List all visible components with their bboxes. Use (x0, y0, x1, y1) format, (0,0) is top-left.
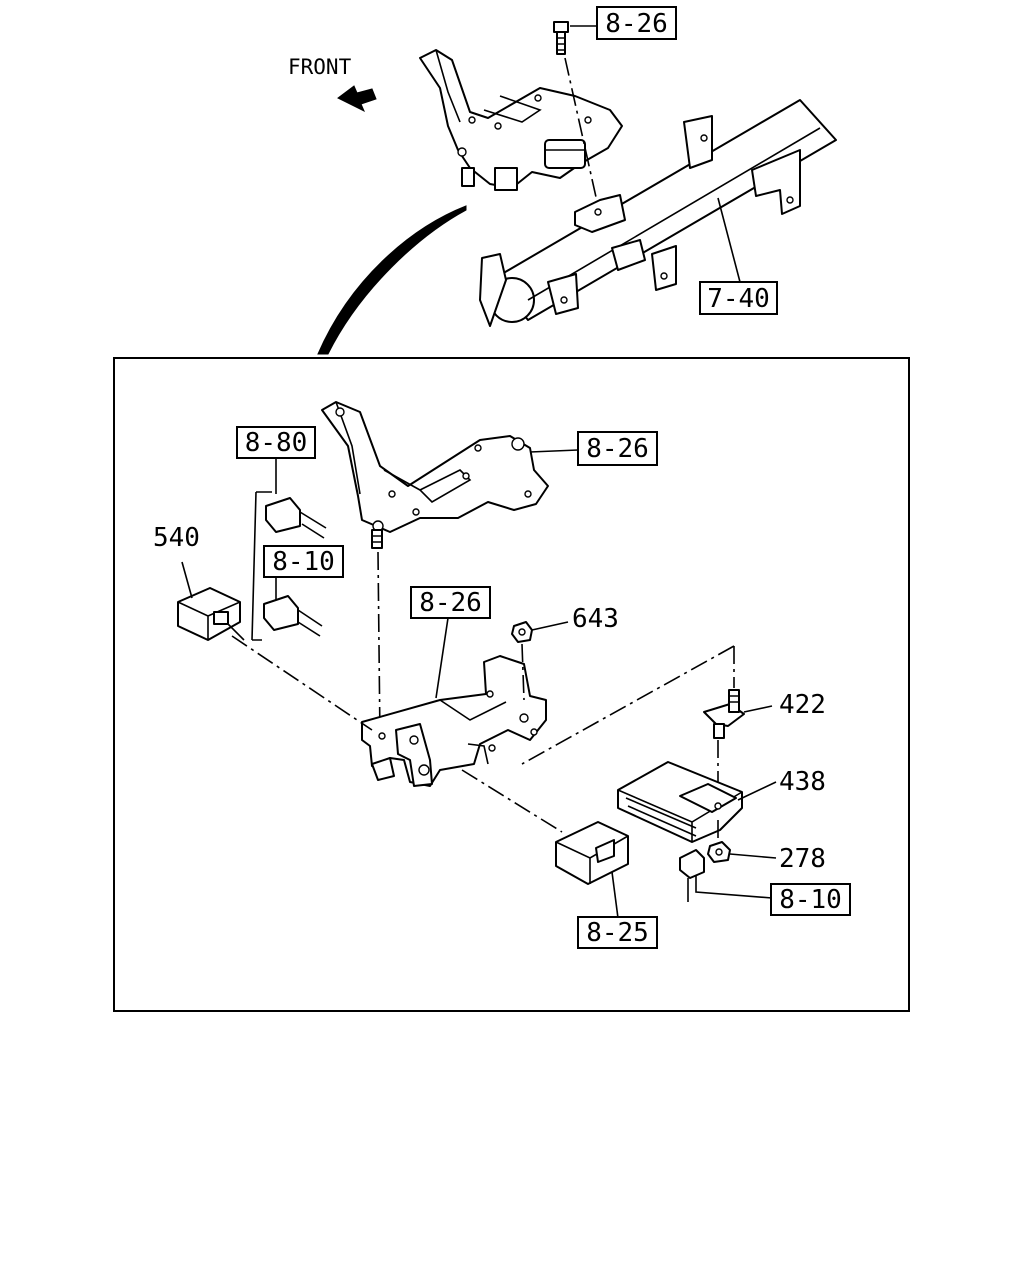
overview-bolt (553, 21, 569, 55)
connector-8-80 (265, 497, 327, 539)
callout-crossmember: 7-40 (699, 281, 778, 315)
overview-view: FRONT (288, 6, 837, 327)
callout-8-10-left: 8-10 (263, 545, 344, 578)
callout-overview-bracket: 8-26 (596, 6, 677, 40)
relay-8-25 (555, 821, 629, 885)
control-unit-438 (617, 761, 743, 843)
nut-278 (707, 841, 731, 863)
callout-8-10-right-text: 8-10 (779, 885, 842, 915)
callout-overview-bracket-text: 8-26 (605, 9, 668, 39)
front-label: FRONT (288, 55, 352, 79)
part-number-278: 278 (779, 844, 826, 874)
callout-8-10-left-text: 8-10 (272, 547, 335, 577)
callout-8-26-mid-text: 8-26 (419, 588, 482, 618)
connector-8-10-right (679, 849, 773, 902)
detail-bracket-mid (361, 655, 547, 787)
callout-8-26-top-text: 8-26 (586, 434, 649, 464)
detail-view: 540 643 422 438 278 8-80 8-10 8-26 8-26 … (153, 401, 851, 949)
front-arrow-icon (337, 85, 377, 113)
part-number-643: 643 (572, 604, 619, 634)
callout-8-26-top: 8-26 (577, 431, 658, 466)
connector-8-10-left (263, 595, 323, 637)
callout-8-26-mid: 8-26 (410, 586, 491, 619)
detail-bolt-upper (371, 529, 383, 549)
detail-curve-arrow (317, 205, 467, 355)
callout-8-25: 8-25 (577, 916, 658, 949)
part-number-422: 422 (779, 690, 826, 720)
part-number-438: 438 (779, 767, 826, 797)
callout-8-25-text: 8-25 (586, 918, 649, 948)
crossmember (479, 99, 837, 327)
part-number-540: 540 (153, 523, 200, 553)
bolt-422 (703, 689, 745, 739)
nut-643 (511, 621, 533, 643)
callout-8-80-text: 8-80 (245, 428, 308, 458)
callout-crossmember-text: 7-40 (707, 284, 770, 314)
relay-540 (177, 587, 245, 641)
detail-bracket-top (321, 401, 549, 533)
overview-bracket (419, 49, 623, 191)
detail-frame (113, 357, 910, 1012)
callout-8-80: 8-80 (236, 426, 316, 459)
callout-8-10-right: 8-10 (770, 883, 851, 916)
